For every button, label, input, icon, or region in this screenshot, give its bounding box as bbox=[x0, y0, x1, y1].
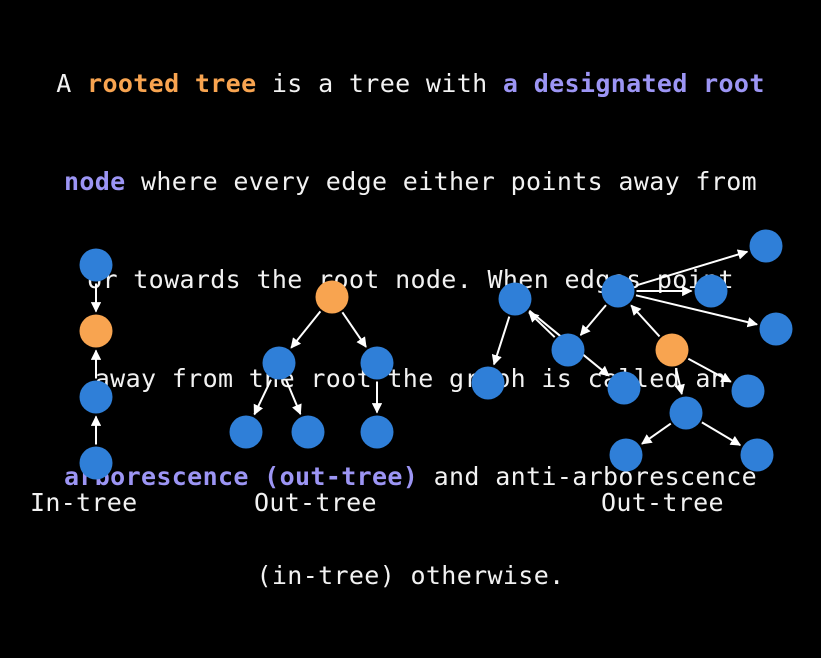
out-tree-large-node-h bbox=[607, 371, 641, 405]
definition-line-1: A rooted tree is a tree with a designate… bbox=[0, 68, 821, 101]
out-tree-large-edge-a-to-e bbox=[579, 304, 607, 336]
out-tree-large-node-i bbox=[669, 396, 703, 430]
text-fragment: and anti-arborescence bbox=[418, 462, 758, 492]
out-tree-large-edge-root-to-j bbox=[687, 357, 732, 383]
out-tree-small-node-left bbox=[262, 346, 296, 380]
out-tree-small-node-right-child bbox=[360, 415, 394, 449]
text-fragment: A bbox=[56, 68, 88, 98]
out-tree-large-edge-a-to-c bbox=[635, 249, 749, 287]
definition-line-5: arborescence (out-tree) and anti-arbores… bbox=[0, 461, 821, 494]
nodes-layer bbox=[79, 229, 793, 480]
out-tree-large-edge-f-to-g bbox=[491, 316, 511, 366]
out-tree-large-node-c bbox=[749, 229, 783, 263]
caption-out-tree-large: Out-tree bbox=[601, 488, 724, 517]
out-tree-large-edge-i-to-l bbox=[701, 421, 742, 446]
out-tree-large-node-j bbox=[731, 374, 765, 408]
out-tree-small-edge-root-to-left bbox=[290, 310, 322, 349]
tree-diagrams bbox=[79, 229, 793, 480]
out-tree-small-node-left-right bbox=[291, 415, 325, 449]
out-tree-large-node-e bbox=[551, 333, 585, 367]
text-fragment: is a tree with bbox=[256, 68, 503, 98]
out-tree-small-node-right bbox=[360, 346, 394, 380]
out-tree-large-node-b bbox=[694, 274, 728, 308]
slide: A rooted tree is a tree with a designate… bbox=[30, 68, 793, 590]
out-tree-large-edge-e-to-f bbox=[528, 311, 556, 338]
in-tree-node-bottom bbox=[79, 446, 113, 480]
caption-in-tree: In-tree bbox=[30, 488, 138, 517]
out-tree-large-node-d bbox=[759, 312, 793, 346]
out-tree-large-node-k bbox=[609, 438, 643, 472]
out-tree-small-root-node bbox=[315, 280, 349, 314]
in-tree-node-mid bbox=[79, 380, 113, 414]
caption-out-tree-small: Out-tree bbox=[254, 488, 377, 517]
term-node: node bbox=[63, 166, 126, 196]
term-rooted-tree: rooted tree bbox=[87, 68, 257, 98]
definition-line-6: (in-tree) otherwise. bbox=[256, 560, 565, 590]
edges-layer bbox=[90, 249, 759, 446]
out-tree-large-node-g bbox=[471, 366, 505, 400]
out-tree-large-edge-root-to-i bbox=[674, 367, 685, 396]
term-designated-root: a designated root bbox=[502, 68, 765, 98]
definition-line-4: away from the root the graph is called a… bbox=[94, 363, 727, 393]
out-tree-large-node-f bbox=[498, 282, 532, 316]
out-tree-large-root-node bbox=[655, 333, 689, 367]
text-fragment: where every edge either points away from bbox=[125, 166, 758, 196]
out-tree-large-edge-i-to-k bbox=[641, 422, 672, 445]
in-tree-node-top bbox=[79, 248, 113, 282]
out-tree-small-edge-left-to-left-left bbox=[253, 379, 272, 416]
out-tree-large-node-a bbox=[601, 274, 635, 308]
out-tree-large-node-l bbox=[740, 438, 774, 472]
out-tree-small-node-left-left bbox=[229, 415, 263, 449]
out-tree-large-edge-root-to-a bbox=[630, 304, 661, 338]
out-tree-small-edge-root-to-right bbox=[341, 311, 367, 348]
in-tree-root-node bbox=[79, 314, 113, 348]
out-tree-large-edge-a-to-d bbox=[635, 294, 759, 328]
out-tree-small-edge-left-to-left-right bbox=[285, 379, 302, 415]
definition-line-2: node where every edge either points away… bbox=[0, 166, 821, 199]
